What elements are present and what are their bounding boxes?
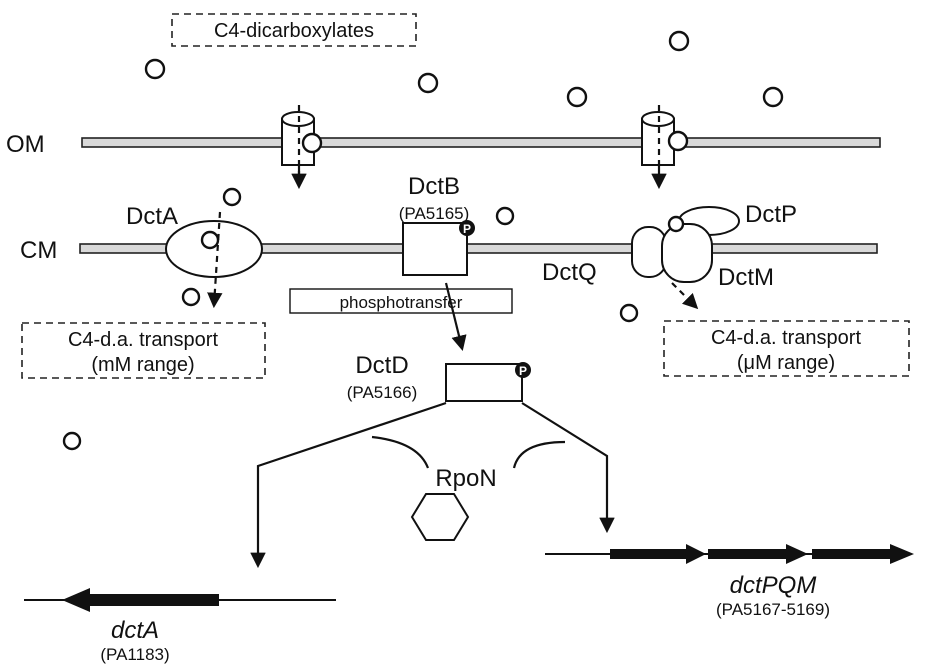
- transport-um-line2: (μM range): [737, 352, 835, 374]
- dctpqm-gene-label: dctPQM: [730, 572, 817, 599]
- cm-label: CM: [20, 237, 57, 264]
- dctb-id: (PA5165): [399, 204, 470, 223]
- dctb-phospho-label: P: [463, 222, 471, 236]
- porin-right: [642, 105, 687, 186]
- dctb-box: [403, 223, 467, 275]
- dctp-bound-molecule: [669, 217, 683, 231]
- molecule-4: [568, 88, 586, 106]
- dctd-id: (PA5166): [347, 383, 418, 402]
- porin-left: [282, 105, 321, 186]
- dctp-gene-arrow: [610, 544, 706, 564]
- transport-mm-line2: (mM range): [91, 354, 194, 376]
- dctpqm-transport-arrow: [672, 283, 696, 307]
- dctm-label: DctM: [718, 264, 774, 291]
- rpon-arc-left: [372, 437, 428, 468]
- om-label: OM: [6, 131, 45, 158]
- activation-arrow-dctpqm: [522, 403, 607, 530]
- dctd-label: DctD: [355, 352, 408, 379]
- molecule-8: [183, 289, 199, 305]
- molecule-9: [621, 305, 637, 321]
- dcta-gene-label: dctA: [111, 617, 159, 644]
- rpon-arc-right: [514, 442, 565, 468]
- dctq-shape: [632, 227, 666, 277]
- rpon-label: RpoN: [435, 465, 496, 492]
- molecule-5: [764, 88, 782, 106]
- molecule-2: [419, 74, 437, 92]
- dctd-phospho-label: P: [519, 364, 527, 378]
- activation-arrow-dcta: [258, 403, 446, 565]
- dctq-gene-arrow: [708, 544, 808, 564]
- molecule-10: [64, 433, 80, 449]
- phosphotransfer-label: phosphotransfer: [340, 293, 463, 312]
- c4-dicarboxylates-label: C4-dicarboxylates: [214, 20, 374, 42]
- transport-um-line1: C4-d.a. transport: [711, 327, 862, 349]
- molecule-7: [497, 208, 513, 224]
- transport-mm-line1: C4-d.a. transport: [68, 329, 219, 351]
- dcta-gene-arrow: [62, 588, 219, 612]
- dctm-gene-arrow: [812, 544, 914, 564]
- dcta-bound-molecule: [202, 232, 218, 248]
- dctpqm-gene-arrows: [610, 544, 914, 564]
- molecule-6: [224, 189, 240, 205]
- dctpqm-gene-id: (PA5167-5169): [716, 600, 830, 619]
- molecule-1: [146, 60, 164, 78]
- dctq-label: DctQ: [542, 259, 597, 286]
- outer-membrane: [82, 138, 880, 147]
- dcta-transporter: [166, 221, 262, 277]
- dctb-label: DctB: [408, 173, 460, 200]
- rpon-hexagon: [412, 494, 468, 540]
- dctp-label: DctP: [745, 201, 797, 228]
- dctd-box: [446, 364, 522, 401]
- dctm-shape: [662, 224, 712, 282]
- dcta-protein-label: DctA: [126, 203, 178, 230]
- molecule-3: [670, 32, 688, 50]
- dcta-gene-id: (PA1183): [100, 645, 169, 664]
